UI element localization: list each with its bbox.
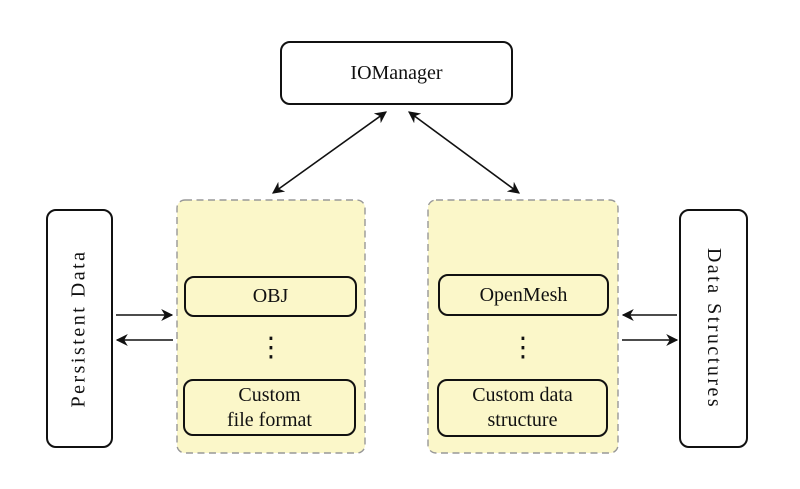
node-openmesh: OpenMesh — [438, 274, 609, 316]
openmesh-label: OpenMesh — [479, 283, 568, 306]
custom-data-structure-line1: Custom data — [472, 384, 573, 406]
node-persistent-data: Persistent Data — [46, 209, 113, 448]
node-obj: OBJ — [184, 276, 357, 317]
node-custom-file-format: Custom file format — [183, 379, 356, 436]
data-structures-label: Data Structures — [703, 247, 726, 410]
vertical-ellipsis-icon: ⋮ — [509, 332, 537, 363]
vertical-ellipsis-icon: ⋮ — [257, 332, 285, 363]
arrow-iomanager-importerexporter — [408, 111, 520, 194]
custom-file-format-line1: Custom — [238, 383, 301, 406]
obj-label: OBJ — [252, 285, 289, 307]
custom-data-structure-line2: structure — [487, 409, 558, 431]
persistent-data-label: Persistent Data — [68, 249, 90, 408]
node-iomanager: IOManager — [280, 41, 513, 105]
node-data-structures: Data Structures — [679, 209, 748, 448]
arrow-iomanager-readerwriter — [272, 111, 387, 194]
iomanager-label: IOManager — [350, 61, 443, 84]
custom-file-format-line2: file format — [227, 408, 312, 431]
node-custom-data-structure: Custom data structure — [437, 379, 608, 437]
